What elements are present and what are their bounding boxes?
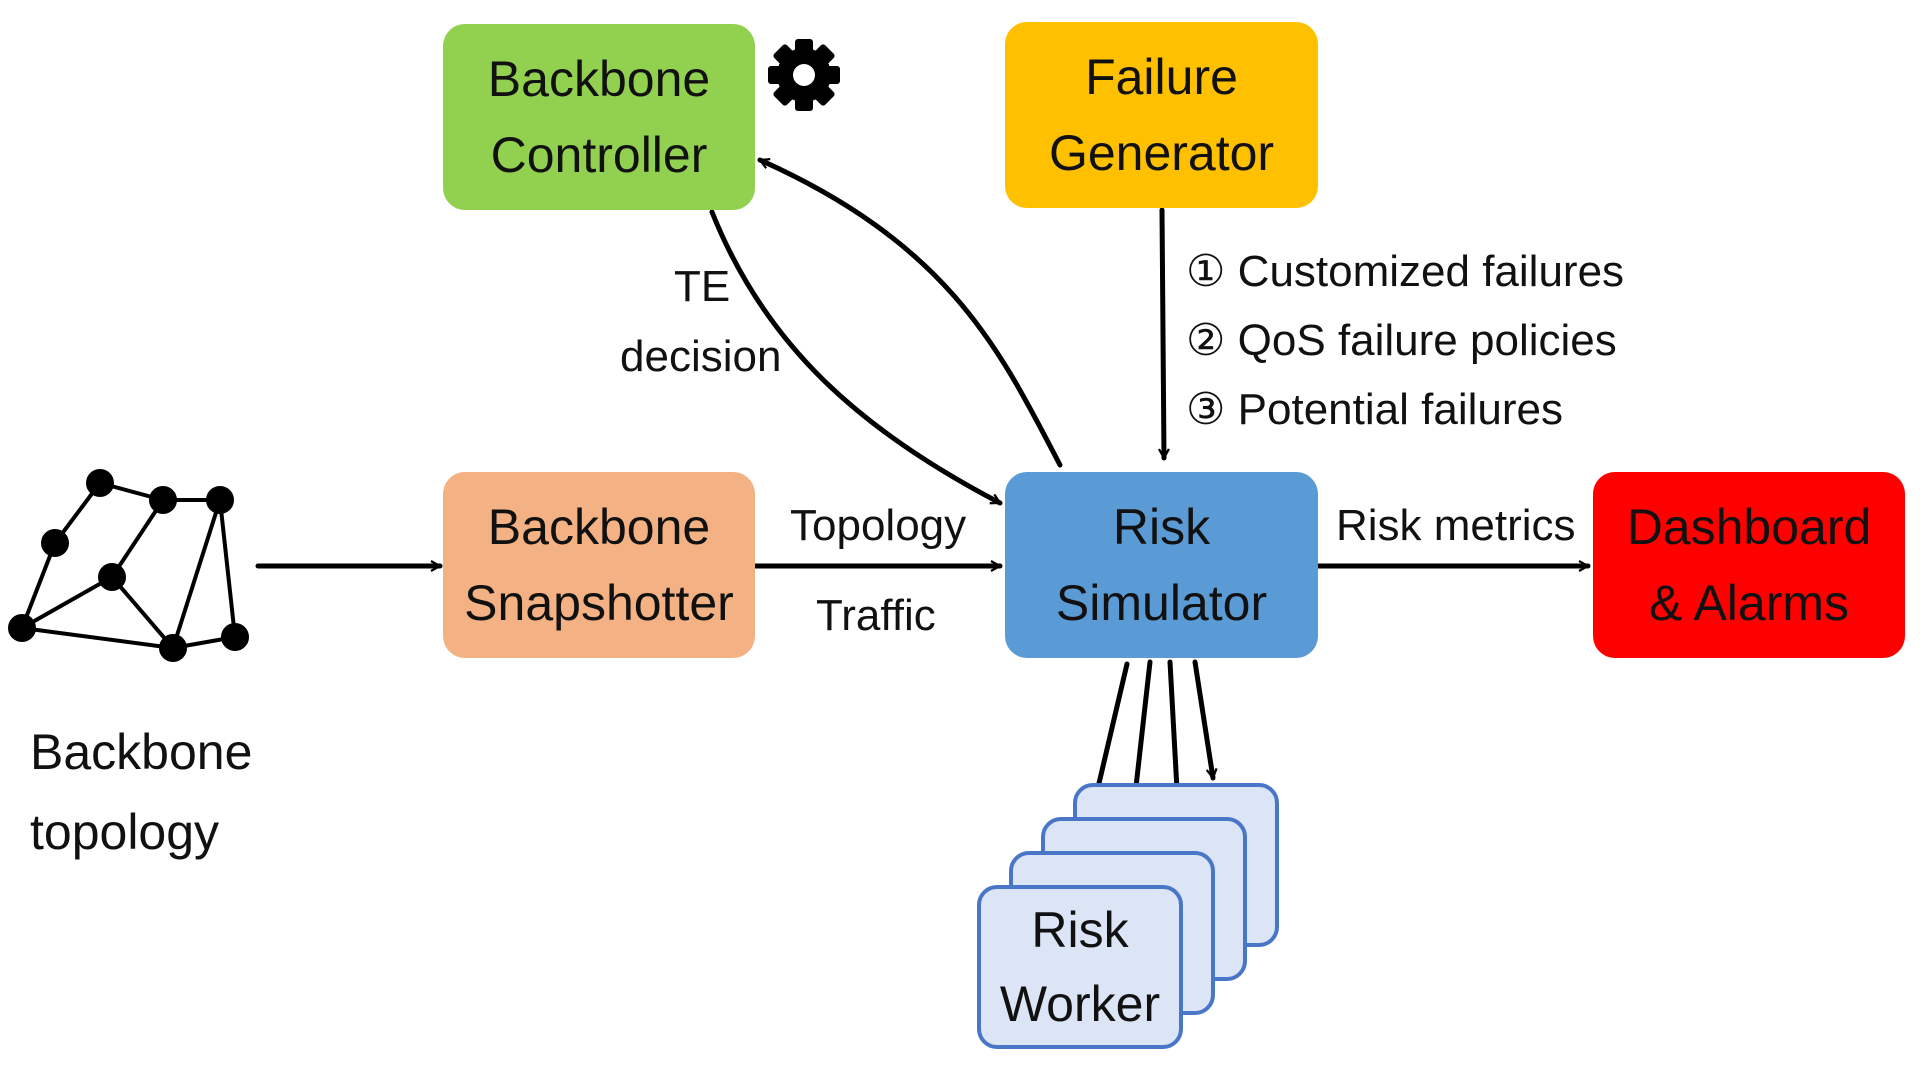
failure-input-1: ① Customized failures: [1186, 247, 1625, 296]
failure-input-2: ② QoS failure policies: [1186, 316, 1617, 365]
backbone-controller-line1: Backbone: [487, 51, 711, 107]
topology-edge-label: Topology: [790, 501, 967, 550]
arrow-failure-to-simulator: [1162, 207, 1164, 461]
arrow-simulator-to-controller: [757, 157, 1063, 468]
topology-caption-line1: Backbone: [30, 724, 253, 780]
failure-input-3: ③ Potential failures: [1186, 385, 1563, 434]
dashboard-alarms-line1: Dashboard: [1626, 499, 1872, 555]
risk-metrics-edge-label: Risk metrics: [1336, 501, 1576, 550]
risk-simulator-box[interactable]: Risk Simulator: [1005, 472, 1318, 658]
failure-generator-box[interactable]: Failure Generator: [1005, 22, 1318, 208]
dashboard-alarms-box[interactable]: Dashboard & Alarms: [1593, 472, 1905, 658]
dashboard-alarms-line2: & Alarms: [1648, 575, 1850, 631]
risk-worker-line1: Risk: [1031, 902, 1129, 958]
risk-simulator-line2: Simulator: [1055, 575, 1268, 631]
backbone-snapshotter-box[interactable]: Backbone Snapshotter: [443, 472, 755, 658]
te-decision-label-line1: TE: [674, 262, 731, 311]
failure-generator-line2: Generator: [1048, 125, 1275, 181]
backbone-controller-box[interactable]: Backbone Controller: [443, 24, 755, 210]
risk-worker-line2: Worker: [999, 976, 1161, 1032]
risk-worker-box[interactable]: Risk Worker: [977, 885, 1183, 1049]
failure-generator-line1: Failure: [1085, 49, 1238, 105]
network-graph-icon: [8, 469, 249, 662]
risk-simulator-line1: Risk: [1112, 499, 1211, 555]
topology-caption-line2: topology: [30, 804, 220, 860]
gear-icon: [768, 39, 840, 111]
arrow-simulator-to-worker-4: [1192, 659, 1213, 781]
backbone-snapshotter-line1: Backbone: [487, 499, 711, 555]
traffic-edge-label: Traffic: [816, 591, 936, 640]
backbone-snapshotter-line2: Snapshotter: [464, 575, 734, 631]
arrow-controller-to-simulator: [709, 209, 1003, 506]
te-decision-label-line2: decision: [620, 332, 782, 381]
backbone-controller-line2: Controller: [490, 127, 708, 183]
